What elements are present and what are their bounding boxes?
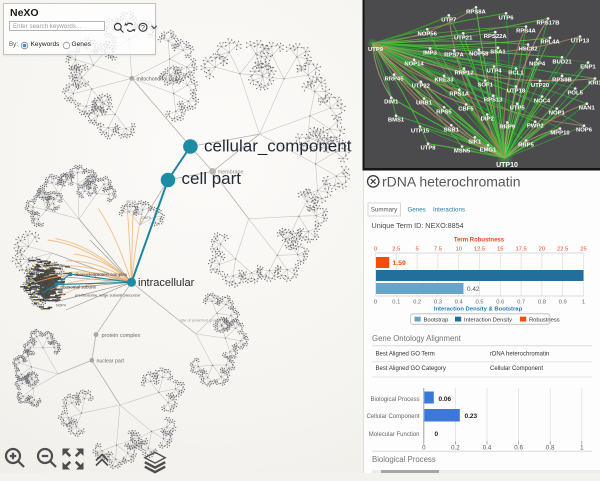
svg-text:0.2: 0.2: [413, 300, 421, 306]
svg-text:0.42: 0.42: [467, 286, 480, 293]
svg-text:0: 0: [435, 431, 439, 438]
svg-text:0: 0: [422, 445, 426, 452]
svg-text:0.1: 0.1: [392, 300, 400, 306]
svg-text:0.23: 0.23: [465, 413, 478, 420]
svg-text:0.9: 0.9: [559, 300, 567, 306]
svg-text:Best Aligned GO Category: Best Aligned GO Category: [376, 366, 446, 372]
svg-text:Biological Process: Biological Process: [370, 397, 419, 403]
svg-text:Biological Process: Biological Process: [372, 455, 436, 464]
svg-text:0.06: 0.06: [439, 396, 452, 403]
svg-text:0.4: 0.4: [483, 445, 492, 452]
svg-text:Interactions: Interactions: [433, 207, 465, 214]
svg-text:Unique Term ID: NEXO:8854: Unique Term ID: NEXO:8854: [372, 221, 464, 230]
svg-text:Robustness: Robustness: [529, 317, 560, 323]
svg-text:0: 0: [374, 247, 377, 253]
svg-text:0.4: 0.4: [455, 300, 464, 306]
svg-text:Genes: Genes: [408, 207, 426, 214]
svg-text:rDNA heterochromatin: rDNA heterochromatin: [490, 352, 549, 358]
svg-text:Cellular Component: Cellular Component: [366, 414, 419, 420]
svg-text:Summary: Summary: [371, 207, 398, 214]
svg-text:Best Aligned GO Term: Best Aligned GO Term: [376, 352, 435, 358]
svg-text:Interaction Density & Bootstra: Interaction Density & Bootstrap: [434, 307, 523, 313]
svg-text:22.5: 22.5: [557, 247, 568, 253]
svg-text:?: ?: [141, 25, 145, 32]
svg-text:Term Robustness: Term Robustness: [454, 238, 505, 244]
svg-text:5: 5: [415, 247, 418, 253]
svg-text:0.3: 0.3: [434, 300, 442, 306]
svg-text:0.8: 0.8: [546, 445, 555, 452]
svg-text:0.6: 0.6: [496, 300, 504, 306]
svg-text:7.5: 7.5: [434, 247, 442, 253]
svg-text:10: 10: [455, 247, 461, 253]
svg-text:0.5: 0.5: [475, 300, 483, 306]
svg-text:Bootstrap: Bootstrap: [424, 317, 449, 323]
svg-text:Gene Ontology Alignment: Gene Ontology Alignment: [372, 334, 462, 343]
svg-text:17.5: 17.5: [515, 247, 526, 253]
svg-text:Interaction Density: Interaction Density: [464, 317, 512, 323]
svg-text:12.5: 12.5: [474, 247, 485, 253]
svg-text:0.6: 0.6: [514, 445, 523, 452]
svg-text:2.5: 2.5: [392, 247, 400, 253]
svg-text:1.59: 1.59: [393, 260, 406, 267]
svg-text:0.2: 0.2: [451, 445, 460, 452]
svg-text:15: 15: [497, 247, 503, 253]
svg-text:Cellular Component: Cellular Component: [490, 366, 543, 372]
svg-text:Molecular Function: Molecular Function: [369, 432, 420, 438]
svg-text:rDNA heterochromatin: rDNA heterochromatin: [382, 173, 521, 189]
svg-text:1: 1: [582, 300, 585, 306]
svg-text:0: 0: [374, 300, 377, 306]
svg-text:0.8: 0.8: [538, 300, 546, 306]
svg-text:25: 25: [580, 247, 586, 253]
svg-text:0.7: 0.7: [517, 300, 525, 306]
svg-text:20: 20: [539, 247, 545, 253]
svg-text:1: 1: [580, 445, 584, 452]
